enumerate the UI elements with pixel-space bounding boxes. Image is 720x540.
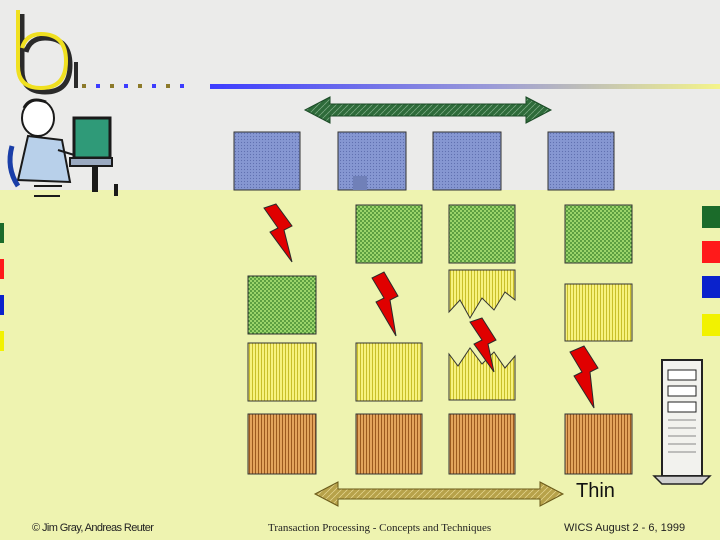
thin-label: Thin bbox=[576, 480, 615, 502]
server-row-yellow bbox=[247, 342, 516, 402]
footer-course-title: Transaction Processing - Concepts and Te… bbox=[268, 522, 492, 534]
logo-icon bbox=[16, 10, 78, 95]
person-at-computer-icon bbox=[7, 98, 118, 197]
double-arrow-icon bbox=[313, 481, 565, 507]
server-row-mixed bbox=[247, 269, 633, 342]
footer-copyright: © Jim Gray, Andreas Reuter bbox=[32, 522, 154, 534]
footer-event-date: WICS August 2 - 6, 1999 bbox=[564, 522, 686, 534]
server-row-green bbox=[355, 204, 633, 264]
left-color-swatches bbox=[0, 223, 4, 351]
server-row-blue bbox=[233, 131, 615, 191]
right-color-swatches bbox=[702, 206, 720, 336]
server-tower-icon bbox=[652, 359, 712, 485]
header-gradient-bar bbox=[210, 84, 720, 89]
header-dotted-rule bbox=[82, 84, 184, 88]
server-row-orange bbox=[247, 413, 633, 475]
double-arrow-icon bbox=[303, 96, 553, 124]
lightning-icon bbox=[263, 203, 599, 409]
